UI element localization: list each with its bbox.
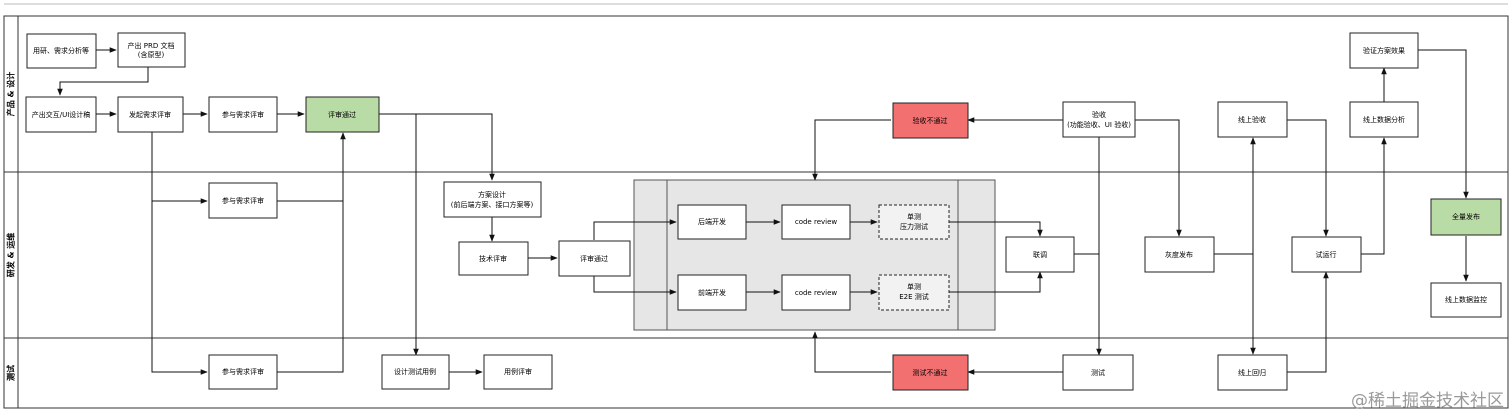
node-research[interactable]: 用研、需求分析等 — [26, 33, 97, 69]
node-design-cases-label: 设计测试用例 — [394, 367, 436, 376]
node-online-analysis[interactable]: 线上数据分析 — [1349, 101, 1419, 138]
node-test-failed-label: 测试不通过 — [913, 368, 948, 377]
connectors — [57, 47, 1469, 375]
node-research-label: 用研、需求分析等 — [33, 46, 89, 55]
node-acceptance-label-line2: (功能验收、UI 验收) — [1067, 120, 1131, 129]
node-review-passed-dev[interactable]: 评审通过 — [558, 240, 631, 277]
swimlane-frame — [3, 15, 1509, 409]
node-solution-design-label-line2: (前后端方案、接口方案等) — [451, 200, 534, 209]
node-backend-dev[interactable]: 后端开发 — [677, 204, 747, 240]
node-frontend-dev[interactable]: 前端开发 — [677, 274, 747, 311]
node-online-regression[interactable]: 线上回归 — [1217, 354, 1288, 391]
node-accept-failed-label: 验收不通过 — [913, 116, 948, 125]
node-online-monitor[interactable]: 线上数据监控 — [1430, 282, 1502, 318]
node-online-analysis-label: 线上数据分析 — [1363, 115, 1405, 124]
node-unit-stress-test-label-line2: 压力测试 — [900, 222, 928, 231]
lane-label-dev: 研发 & 运维 — [6, 233, 16, 278]
node-join-review-test-label: 参与需求评审 — [222, 367, 264, 376]
node-ui-design-label: 产出交互/UI设计稿 — [32, 110, 91, 119]
watermark-text: @稀土掘金技术社区 — [1351, 391, 1504, 411]
node-unit-e2e-test-label-line2: E2E 测试 — [899, 292, 929, 301]
node-prd-label-line2: (含原型) — [138, 50, 165, 59]
node-tech-review[interactable]: 技术评审 — [458, 241, 529, 276]
node-join-review-product-label: 参与需求评审 — [222, 110, 264, 119]
lane-label-product: 产品 & 设计 — [6, 72, 16, 117]
node-test-failed[interactable]: 测试不通过 — [892, 354, 969, 391]
node-code-review-2[interactable]: code review — [781, 274, 851, 311]
node-frontend-dev-label: 前端开发 — [698, 288, 726, 297]
node-solution-design-label-line1: 方案设计 — [478, 190, 506, 199]
node-backend-dev-label: 后端开发 — [698, 217, 726, 226]
node-join-review-dev[interactable]: 参与需求评审 — [208, 182, 278, 219]
node-testing[interactable]: 测试 — [1062, 354, 1134, 391]
node-design-cases[interactable]: 设计测试用例 — [381, 354, 450, 390]
node-code-review-2-label: code review — [795, 289, 838, 297]
node-verify-effect[interactable]: 验证方案效果 — [1349, 32, 1419, 69]
node-solution-design[interactable]: 方案设计 (前后端方案、接口方案等) — [443, 181, 542, 218]
node-online-accept-label: 线上验收 — [1238, 115, 1266, 124]
node-online-accept[interactable]: 线上验收 — [1217, 101, 1288, 138]
node-tech-review-label: 技术评审 — [479, 254, 507, 263]
node-initiate-review-label: 发起需求评审 — [129, 110, 171, 119]
node-online-monitor-label: 线上数据监控 — [1445, 295, 1487, 304]
node-review-passed-product[interactable]: 评审通过 — [305, 96, 380, 133]
node-code-review-1-label: code review — [795, 218, 838, 226]
node-join-review-dev-label: 参与需求评审 — [222, 196, 264, 205]
node-testing-label: 测试 — [1091, 368, 1105, 377]
node-gray-release[interactable]: 灰度发布 — [1144, 236, 1215, 273]
node-trial-run[interactable]: 试运行 — [1291, 236, 1362, 273]
node-review-passed-product-label: 评审通过 — [328, 110, 356, 119]
node-acceptance[interactable]: 验收 (功能验收、UI 验收) — [1062, 101, 1136, 138]
node-acceptance-label-line1: 验收 — [1092, 110, 1106, 119]
node-unit-e2e-test[interactable]: 单测 E2E 测试 — [878, 274, 950, 311]
node-integration[interactable]: 联调 — [1005, 236, 1075, 273]
node-initiate-review[interactable]: 发起需求评审 — [117, 96, 184, 133]
node-verify-effect-label: 验证方案效果 — [1363, 46, 1405, 55]
node-case-review[interactable]: 用例评审 — [483, 354, 553, 390]
node-integration-label: 联调 — [1033, 250, 1047, 259]
node-full-release[interactable]: 全量发布 — [1430, 198, 1502, 236]
node-unit-stress-test[interactable]: 单测 压力测试 — [878, 204, 950, 240]
node-code-review-1[interactable]: code review — [781, 204, 851, 240]
node-full-release-label: 全量发布 — [1452, 212, 1480, 221]
node-join-review-test[interactable]: 参与需求评审 — [208, 354, 278, 390]
node-unit-e2e-test-label-line1: 单测 — [907, 282, 921, 291]
node-online-regression-label: 线上回归 — [1238, 368, 1266, 377]
node-trial-run-label: 试运行 — [1316, 250, 1337, 259]
lane-label-test: 测试 — [6, 365, 16, 381]
node-accept-failed[interactable]: 验收不通过 — [892, 102, 969, 139]
node-gray-release-label: 灰度发布 — [1165, 250, 1193, 259]
node-unit-stress-test-label-line1: 单测 — [907, 212, 921, 221]
node-ui-design[interactable]: 产出交互/UI设计稿 — [25, 96, 97, 133]
node-prd-label-line1: 产出 PRD 文档 — [128, 41, 175, 50]
node-case-review-label: 用例评审 — [504, 367, 532, 376]
node-review-passed-dev-label: 评审通过 — [580, 254, 608, 263]
node-prd[interactable]: 产出 PRD 文档 (含原型) — [117, 32, 186, 68]
node-join-review-product[interactable]: 参与需求评审 — [208, 96, 278, 133]
